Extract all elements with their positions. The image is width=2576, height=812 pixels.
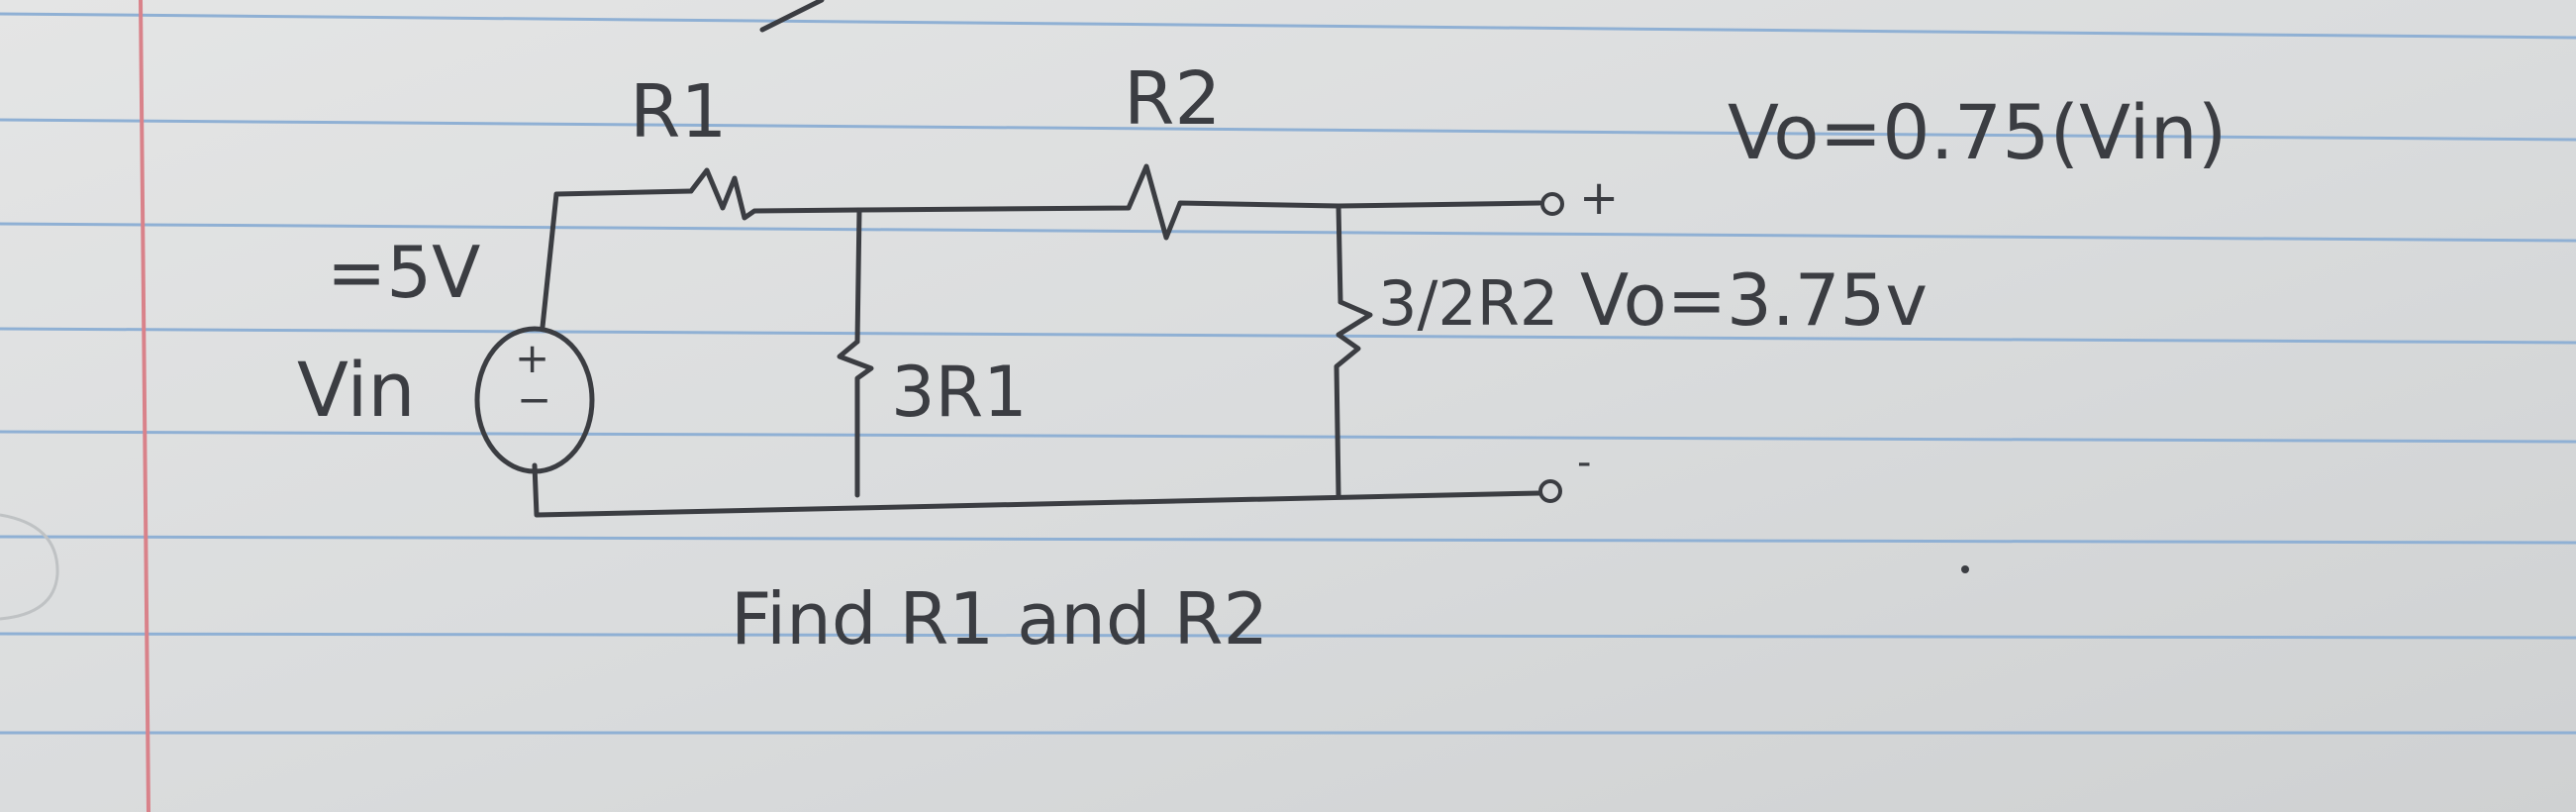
resistor-r2 bbox=[856, 163, 1341, 241]
r1-label: R1 bbox=[630, 69, 728, 154]
margin-line bbox=[139, 0, 150, 812]
output-terminals bbox=[1538, 192, 1564, 503]
resistor-r1 bbox=[688, 167, 862, 221]
source-value-label: =5V bbox=[327, 231, 480, 314]
resistor-3r1 bbox=[837, 339, 874, 498]
3-2r2-label: 3/2R2 bbox=[1378, 267, 1558, 340]
circuit-wires bbox=[532, 163, 1542, 518]
source-name-label: Vin bbox=[297, 346, 416, 434]
vo-ratio-equation: Vo=0.75(Vin) bbox=[1728, 88, 2227, 176]
output-plus-label: + bbox=[1579, 170, 1619, 226]
task-text: Find R1 and R2 bbox=[731, 577, 1268, 660]
voltage-source: + − bbox=[474, 326, 595, 474]
pen-dot bbox=[1961, 565, 1969, 573]
ruled-lines bbox=[0, 12, 2576, 735]
stray-pen-stroke bbox=[759, 0, 825, 33]
resistor-3-2r2 bbox=[1334, 299, 1373, 498]
source-plus-sign: + bbox=[515, 334, 549, 382]
source-minus-sign: − bbox=[517, 375, 551, 424]
vo-value-equation: Vo=3.75v bbox=[1580, 258, 1928, 342]
r2-label: R2 bbox=[1124, 56, 1222, 142]
hole-punch bbox=[0, 513, 59, 621]
output-minus-label: - bbox=[1577, 440, 1591, 485]
3r1-label: 3R1 bbox=[891, 352, 1028, 433]
